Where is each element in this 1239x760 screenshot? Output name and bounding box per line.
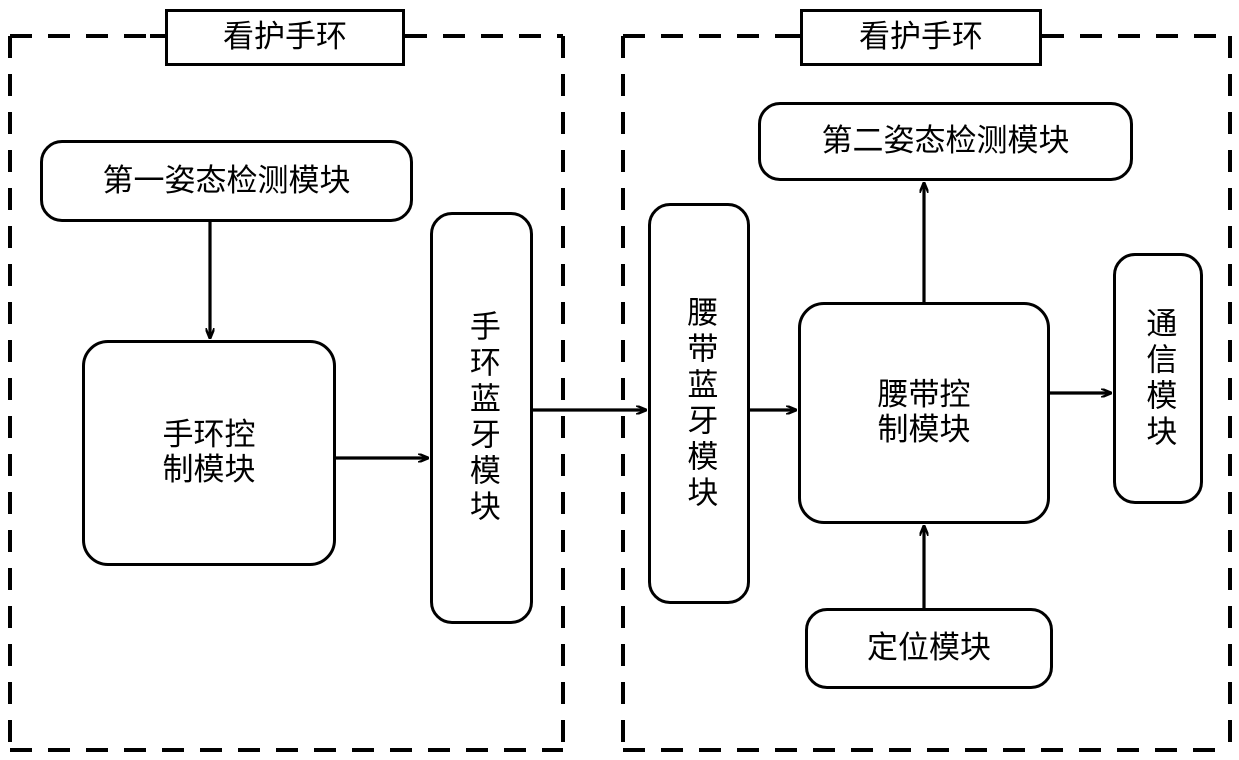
panel-header-left: 看护手环 — [165, 9, 405, 66]
node-second-posture-detection-module-label: 第二姿态检测模块 — [821, 123, 1070, 160]
node-belt-bluetooth-module-label: 腰带蓝牙模块 — [681, 295, 718, 512]
node-wristband-bluetooth-module-label: 手环蓝牙模块 — [463, 310, 500, 526]
node-positioning-module-label: 定位模块 — [867, 630, 991, 667]
node-first-posture-detection-module-label: 第一姿态检测模块 — [102, 162, 351, 199]
right-panel-border — [621, 34, 1232, 752]
node-communication-module-label: 通信模块 — [1140, 306, 1177, 451]
panel-header-left-label: 看护手环 — [223, 19, 347, 56]
node-communication-module[interactable]: 通信模块 — [1113, 253, 1203, 504]
panel-header-right-label: 看护手环 — [859, 19, 983, 56]
node-second-posture-detection-module[interactable]: 第二姿态检测模块 — [758, 102, 1133, 181]
panel-header-right: 看护手环 — [800, 9, 1042, 66]
node-belt-control-module-label: 腰带控 制模块 — [877, 377, 971, 448]
node-belt-bluetooth-module[interactable]: 腰带蓝牙模块 — [648, 203, 750, 604]
node-belt-control-module[interactable]: 腰带控 制模块 — [798, 302, 1050, 524]
node-first-posture-detection-module[interactable]: 第一姿态检测模块 — [40, 140, 413, 222]
node-positioning-module[interactable]: 定位模块 — [805, 608, 1053, 689]
left-panel-border — [8, 34, 565, 752]
node-wristband-control-module-label: 手环控 制模块 — [162, 417, 256, 488]
node-wristband-bluetooth-module[interactable]: 手环蓝牙模块 — [430, 212, 533, 624]
node-wristband-control-module[interactable]: 手环控 制模块 — [82, 340, 336, 566]
